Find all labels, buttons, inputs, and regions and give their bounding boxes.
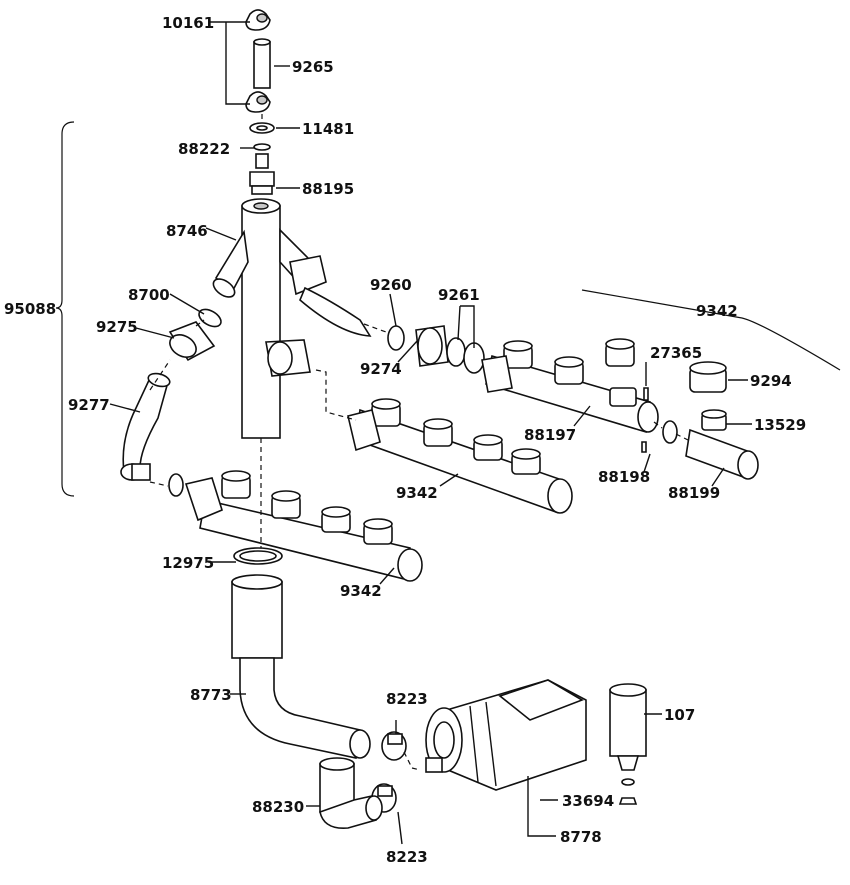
label-9294: 9294 — [750, 372, 792, 390]
o-ring-9260 — [387, 325, 405, 351]
label-10161: 10161 — [162, 14, 214, 32]
sensor-107 — [609, 683, 647, 805]
label-9342-group: 9342 — [696, 302, 738, 320]
elbow-pipe-9277 — [120, 372, 171, 481]
label-8746: 8746 — [166, 222, 208, 240]
pipe-to-9260 — [299, 286, 372, 337]
elbow-hose-8773 — [231, 574, 371, 759]
side-union-9342 — [265, 339, 311, 377]
brackets — [55, 121, 841, 497]
label-8773: 8773 — [190, 686, 232, 704]
nipple-fitting-88195 — [249, 153, 275, 195]
label-88195: 88195 — [302, 180, 354, 198]
elbow-88230 — [319, 757, 383, 829]
o-ring-right — [662, 420, 678, 444]
part-labels: 10161 9265 11481 88222 88195 8746 95088 … — [4, 14, 806, 866]
label-9261: 9261 — [438, 286, 480, 304]
label-9275: 9275 — [96, 318, 138, 336]
manifold-upper-88197 — [481, 338, 659, 434]
label-9342-lower: 9342 — [340, 582, 382, 600]
screw-88198 — [641, 441, 647, 453]
label-107: 107 — [664, 706, 695, 724]
tube-9265 — [253, 38, 271, 89]
label-95088: 95088 — [4, 300, 56, 318]
washer-11481 — [249, 122, 275, 134]
bracket-95088 — [55, 121, 75, 497]
o-ring-lower — [168, 473, 184, 497]
label-8223-bottom: 8223 — [386, 848, 428, 866]
leader-lines — [109, 21, 752, 845]
rings-9261 — [446, 337, 485, 374]
label-9260: 9260 — [370, 276, 412, 294]
end-fitting-88199 — [685, 409, 759, 480]
label-13529: 13529 — [754, 416, 806, 434]
label-9277: 9277 — [68, 396, 110, 414]
manifold-middle-9342 — [347, 398, 573, 514]
label-88198: 88198 — [598, 468, 650, 486]
label-9342-middle: 9342 — [396, 484, 438, 502]
label-12975: 12975 — [162, 554, 214, 572]
label-8700: 8700 — [128, 286, 170, 304]
parts-drawing — [120, 9, 759, 829]
cap-9294 — [689, 361, 727, 393]
clamp-8223-top — [381, 731, 407, 761]
washer-88222 — [253, 143, 271, 151]
label-9274: 9274 — [360, 360, 402, 378]
hose-clamp-12975 — [233, 547, 283, 565]
bracket-9342-group — [581, 289, 841, 371]
union-9274 — [415, 325, 449, 367]
screw-27365 — [643, 387, 649, 401]
label-8778: 8778 — [560, 828, 602, 846]
label-88197: 88197 — [524, 426, 576, 444]
label-8223-top: 8223 — [386, 690, 428, 708]
label-88199: 88199 — [668, 484, 720, 502]
tee-manifold-8746 — [212, 198, 327, 439]
label-9265: 9265 — [292, 58, 334, 76]
label-88222: 88222 — [178, 140, 230, 158]
union-nut-9275 — [168, 321, 216, 362]
label-11481: 11481 — [302, 120, 354, 138]
assembly-lines — [149, 114, 689, 771]
label-33694: 33694 — [562, 792, 614, 810]
manifold-lower-9342 — [184, 470, 423, 582]
label-88230: 88230 — [252, 798, 304, 816]
label-27365: 27365 — [650, 344, 702, 362]
elbow-fitting-10161 — [245, 9, 271, 113]
pump-8778 — [425, 679, 587, 791]
